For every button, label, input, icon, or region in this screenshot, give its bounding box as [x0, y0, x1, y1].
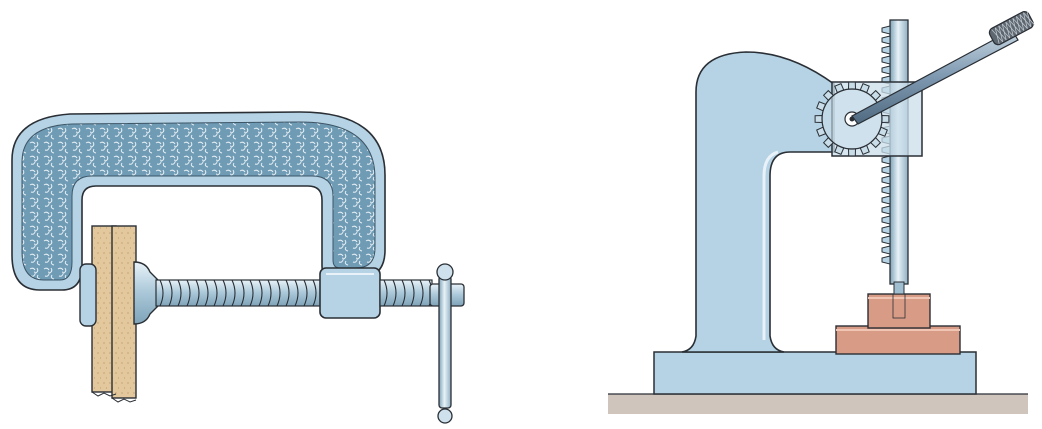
- rack-tooth: [882, 246, 890, 254]
- rack-tooth: [882, 36, 890, 44]
- c-clamp-illustration: [12, 112, 464, 423]
- rack-tooth: [882, 66, 890, 74]
- press-frame: [682, 52, 834, 352]
- rack-tooth: [882, 56, 890, 64]
- pinion-gear: [815, 82, 889, 156]
- press-rack: [882, 20, 908, 294]
- rack-tooth: [882, 26, 890, 34]
- floor: [608, 394, 1028, 414]
- rack-tooth: [882, 226, 890, 234]
- rack-tooth: [882, 186, 890, 194]
- clamp-t-handle: [437, 264, 453, 423]
- wood-workpiece: [92, 226, 136, 402]
- clamp-left-pad: [80, 264, 96, 326]
- rack-tooth: [882, 206, 890, 214]
- rack-tooth: [882, 156, 890, 164]
- gear-tooth: [849, 149, 856, 156]
- press-lever: [852, 10, 1035, 124]
- rack-tooth: [882, 166, 890, 174]
- clamp-screw: [156, 280, 334, 306]
- rack-tooth: [882, 46, 890, 54]
- rack-tooth: [882, 236, 890, 244]
- arbor-press-illustration: [608, 10, 1035, 414]
- rack-tooth: [882, 216, 890, 224]
- rack-tooth: [882, 256, 890, 264]
- gear-tooth: [882, 116, 889, 123]
- copper-workpiece: [836, 294, 960, 354]
- rack-tooth: [882, 196, 890, 204]
- gear-tooth: [815, 116, 822, 123]
- rack-tooth: [882, 176, 890, 184]
- press-base: [654, 352, 976, 394]
- clamp-boss: [320, 268, 380, 318]
- gear-tooth: [849, 82, 856, 89]
- clamp-swivel-pad: [134, 262, 158, 324]
